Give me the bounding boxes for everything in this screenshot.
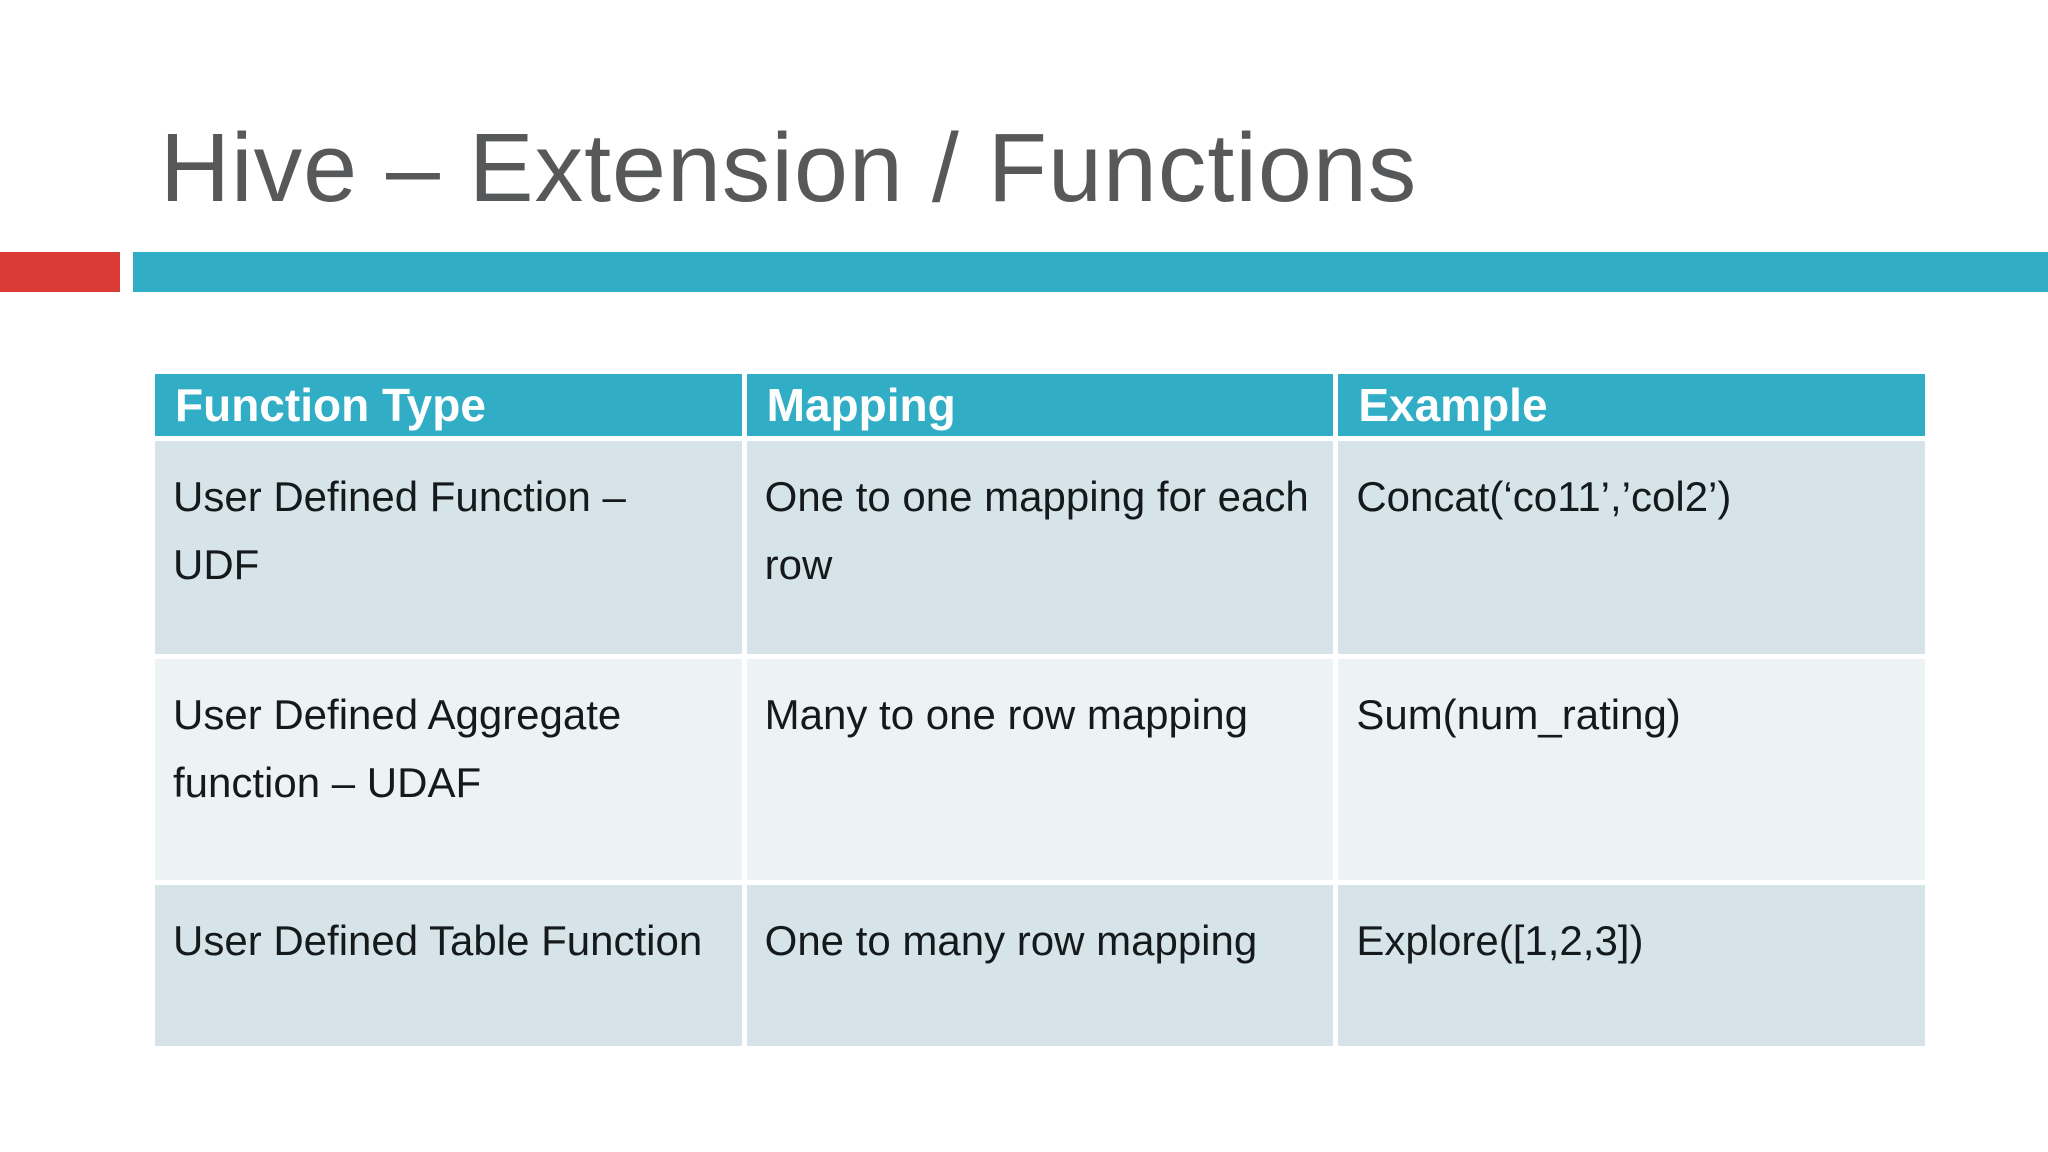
cell-text: User Defined Aggregate function – UDAF: [173, 691, 622, 807]
page-title: Hive – Extension / Functions: [160, 113, 1418, 222]
table-cell-row1-function-type: User Defined Function – UDF: [155, 441, 742, 654]
table-cell-row1-mapping: One to one mapping for each row: [746, 441, 1334, 654]
cell-text: Sum(num_rating): [1356, 691, 1681, 738]
table-cell-row2-function-type: User Defined Aggregate function – UDAF: [155, 659, 742, 880]
table-cell-row2-example: Sum(num_rating): [1338, 659, 1925, 880]
cell-text: Explore([1,2,3]): [1356, 917, 1644, 964]
functions-table: Function Type Mapping Example User Defin…: [155, 374, 1925, 1046]
table-cell-row3-example: Explore([1,2,3]): [1338, 885, 1925, 1046]
accent-bar-teal: [133, 252, 2048, 292]
table-cell-row3-mapping: One to many row mapping: [746, 885, 1334, 1046]
cell-text: Concat(‘co11’,’col2’): [1356, 473, 1732, 520]
cell-text: Many to one row mapping: [764, 691, 1248, 738]
column-header-function-type-label: Function Type: [175, 379, 486, 431]
cell-text: User Defined Table Function: [173, 917, 703, 964]
column-header-function-type: Function Type: [155, 374, 742, 436]
column-header-mapping: Mapping: [746, 374, 1334, 436]
cell-text: One to many row mapping: [764, 917, 1258, 964]
table-cell-row2-mapping: Many to one row mapping: [746, 659, 1334, 880]
table-cell-row3-function-type: User Defined Table Function: [155, 885, 742, 1046]
cell-text: One to one mapping for each row: [764, 473, 1309, 589]
accent-bar-red: [0, 252, 120, 292]
column-header-example: Example: [1338, 374, 1925, 436]
table-cell-row1-example: Concat(‘co11’,’col2’): [1338, 441, 1925, 654]
column-header-mapping-label: Mapping: [766, 379, 956, 431]
cell-text: User Defined Function – UDF: [173, 473, 626, 589]
column-header-example-label: Example: [1358, 379, 1548, 431]
